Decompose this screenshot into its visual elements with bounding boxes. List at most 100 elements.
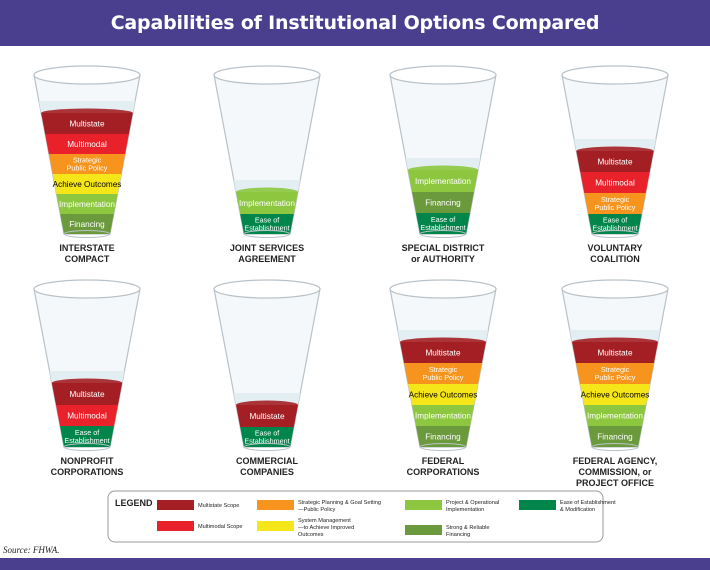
glass-rim [389,279,497,299]
legend-item-ease: Ease of Establishment& Modification [519,500,616,513]
legend-swatch [405,525,442,535]
legend-label: —Public Policy [298,507,336,513]
glass-caption: PROJECT OFFICE [576,478,654,488]
glass-base [591,443,639,451]
glass-caption: COMPACT [65,254,110,264]
legend-item-multimodal: Multimodal Scope [157,521,242,531]
glass-caption: CORPORATIONS [51,467,124,477]
layer-achieve [408,384,478,405]
glass-caption: or AUTHORITY [411,254,475,264]
layer-multimodal [45,134,129,154]
layer-multistate [572,342,658,363]
layer-label: Strategic [429,365,458,374]
source-note: Source: FHWA. [3,545,60,555]
layer-label: Achieve Outcomes [53,180,122,189]
layer-ease [60,426,114,447]
glass-caption: COMMERCIAL [236,456,298,466]
layer-label: Multimodal [595,178,635,187]
legend-label: Multimodal Scope [198,524,242,530]
liquid-surface [407,165,479,175]
layer-label: Public Policy [67,163,108,172]
glass-base [419,443,467,451]
layer-ease [240,214,294,234]
layer-multistate [400,342,486,363]
layer-label: Financing [425,432,461,441]
layer-label: Strategic [73,156,102,165]
legend-label: —to Achieve Improved [298,525,354,531]
layer-label: Ease of [603,216,627,225]
glass-caption: NONPROFIT [61,456,115,466]
layer-label: Strategic [601,195,630,204]
glass-rim [561,65,669,85]
glass-base [243,443,291,451]
layer-label: Ease of [255,216,279,225]
layer-ease [588,214,642,234]
layer-label: Multimodal [67,411,107,420]
legend-label: Financing [446,532,470,538]
layer-label: Financing [597,432,633,441]
layer-label: Financing [69,220,105,229]
glass-caption: COMPANIES [240,467,294,477]
layer-label: Multistate [69,119,104,128]
layer-implementation [56,194,118,214]
layer-label: Implementation [59,200,115,209]
layer-multistate [236,405,298,427]
layer-financing [412,192,474,213]
legend-label: Project & Operational [446,500,499,506]
legend-label: Ease of Establishment [560,500,616,506]
page-title: Capabilities of Institutional Options Co… [110,12,600,34]
layer-label: Implementation [239,199,295,208]
liquid-surface [236,187,298,197]
layer-label: Multistate [597,348,632,357]
legend-swatch [519,500,556,510]
layer-financing [588,426,642,447]
layer-financing [60,214,114,234]
layer-multimodal [580,172,650,193]
glass-base [63,230,111,238]
layer-label: Implementation [587,411,643,420]
layer-label: Establishment [592,223,637,232]
glass-caption: COALITION [590,254,640,264]
layer-label: Establishment [420,223,465,232]
glass-caption: FEDERAL AGENCY, [573,456,658,466]
liquid-surface [572,337,658,347]
glass-rim [33,65,141,85]
layer-label: Financing [425,198,461,207]
layer-strategic [584,193,646,214]
layer-financing [416,426,470,447]
glass-caption: COMMISSION, or [578,467,651,477]
legend-swatch [157,521,194,531]
legend-label: Implementation [446,507,484,513]
layer-multistate [51,383,123,405]
title-banner [0,0,710,46]
layer-label: Ease of [255,429,279,438]
glass-rim [213,65,321,85]
legend-box [107,490,604,543]
glass-base [591,230,639,238]
layer-label: Multistate [425,348,460,357]
glass-caption: AGREEMENT [238,254,296,264]
layer-label: Public Policy [595,373,636,382]
glass-caption: JOINT SERVICES [230,243,304,253]
legend-label: Outcomes [298,532,324,538]
glass-caption: VOLUNTARY [588,243,643,253]
layer-label: Ease of [75,428,99,437]
layer-implementation [236,192,298,214]
layer-label: Ease of [431,215,455,224]
legend-swatch [257,500,294,510]
layer-label: Multimodal [67,140,107,149]
legend-item-multistate: Multistate Scope [157,500,239,510]
layer-label: Achieve Outcomes [581,390,650,399]
layer-label: Public Policy [595,203,636,212]
layer-achieve [52,174,122,194]
liquid-surface [576,146,654,156]
layer-label: Multistate [597,157,632,166]
